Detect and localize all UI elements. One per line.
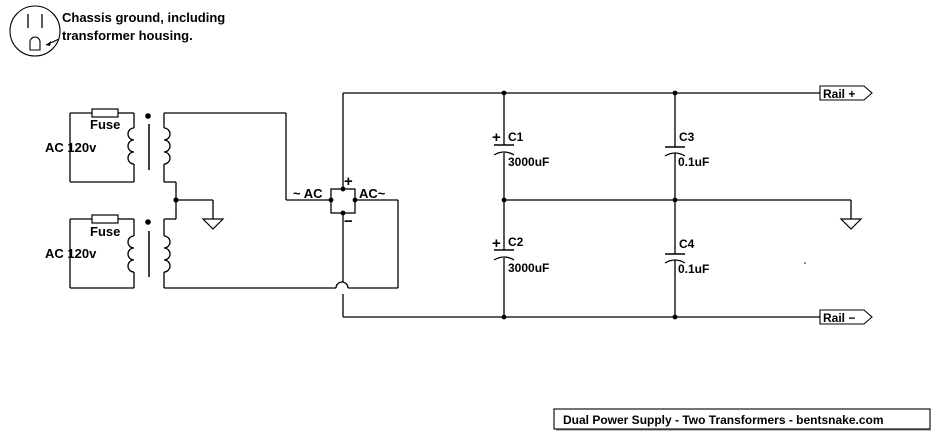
bridge-minus-label: − bbox=[344, 213, 353, 230]
outlet-symbol bbox=[9, 5, 61, 57]
capacitor-c2-polarity: + bbox=[492, 235, 501, 252]
capacitor-bank-wiring bbox=[501, 90, 852, 320]
bridge-ac-left-label: ~ AC bbox=[293, 186, 323, 201]
chassis-note-line1: Chassis ground, including bbox=[62, 10, 225, 25]
fuse-2 bbox=[91, 214, 119, 224]
capacitor-c2-value: 3000uF bbox=[508, 261, 549, 275]
rail-positive-tag bbox=[819, 85, 873, 101]
rail-negative-tag bbox=[819, 309, 873, 325]
fuse-1 bbox=[91, 108, 119, 118]
source-2-label: AC 120v bbox=[45, 246, 97, 261]
transformer-1 bbox=[69, 108, 171, 183]
footer-title: Dual Power Supply - Two Transformers - b… bbox=[563, 413, 884, 427]
bridge-plus-label: + bbox=[344, 173, 353, 190]
bridge-ac-right-label: AC~ bbox=[359, 186, 386, 201]
bridge-rectifier bbox=[328, 92, 820, 318]
fuse-1-label: Fuse bbox=[90, 117, 120, 132]
ground-symbol-1 bbox=[201, 218, 225, 230]
secondary-wiring bbox=[164, 112, 399, 289]
source-1-label: AC 120v bbox=[45, 140, 97, 155]
capacitor-c4 bbox=[664, 253, 686, 264]
capacitor-c3 bbox=[664, 146, 686, 157]
ground-symbol-2 bbox=[839, 218, 863, 230]
footer-title-box bbox=[553, 408, 931, 431]
fuse-2-label: Fuse bbox=[90, 224, 120, 239]
rail-negative-label: Rail − bbox=[823, 311, 855, 325]
capacitor-c4-name: C4 bbox=[679, 237, 695, 251]
capacitor-c1-polarity: + bbox=[492, 129, 501, 146]
stray-dot bbox=[804, 262, 806, 264]
capacitor-c2-name: C2 bbox=[508, 235, 524, 249]
rail-positive-label: Rail + bbox=[823, 87, 855, 101]
capacitor-c1-name: C1 bbox=[508, 130, 524, 144]
chassis-note-line2: transformer housing. bbox=[62, 28, 193, 43]
capacitor-c3-value: 0.1uF bbox=[678, 155, 709, 169]
capacitor-c1 bbox=[493, 144, 515, 156]
capacitor-c1-value: 3000uF bbox=[508, 155, 549, 169]
transformer-2 bbox=[69, 214, 171, 289]
capacitor-c2 bbox=[493, 249, 515, 261]
capacitor-c3-name: C3 bbox=[679, 130, 695, 144]
capacitor-c4-value: 0.1uF bbox=[678, 262, 709, 276]
